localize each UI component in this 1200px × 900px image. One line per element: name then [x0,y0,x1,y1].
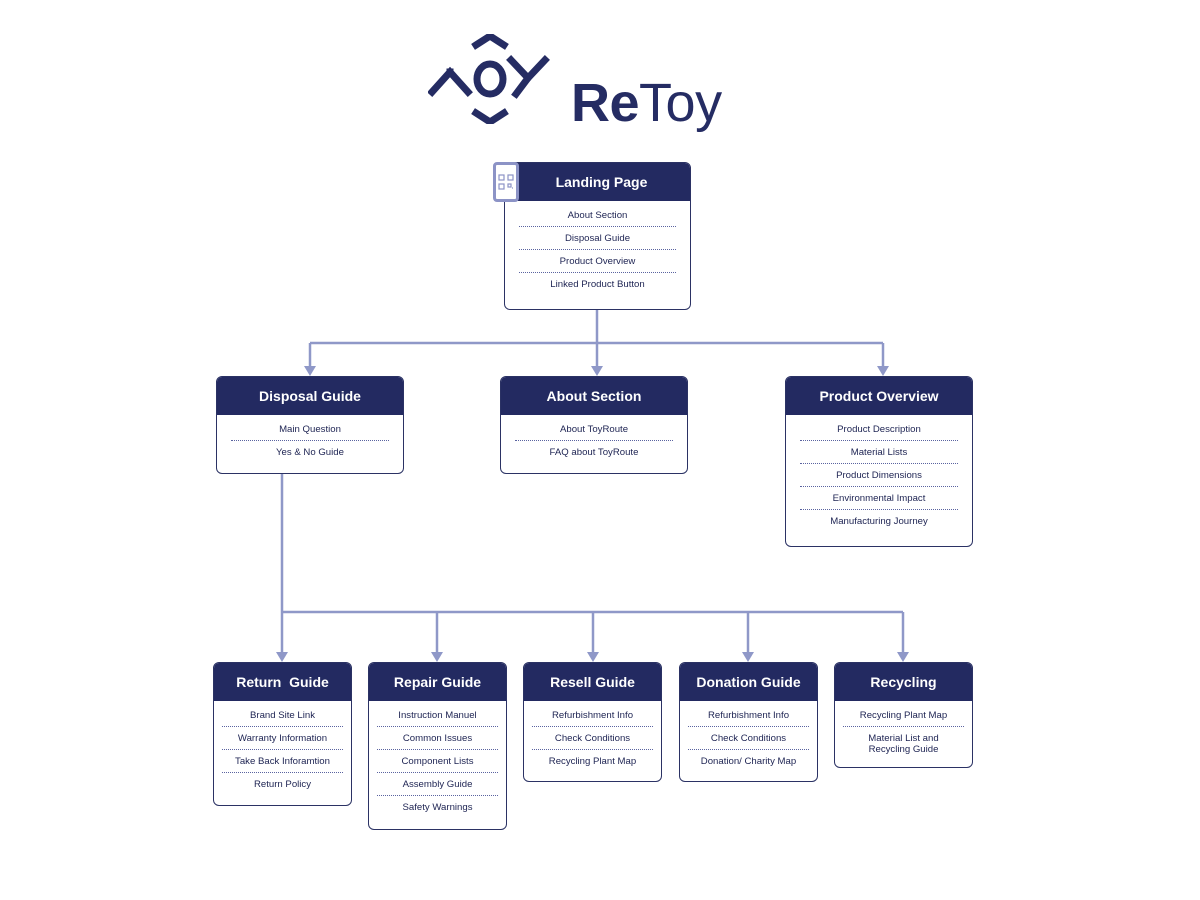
about-section-node: About Section About ToyRoute FAQ about T… [500,376,688,474]
list-item: Material List and Recycling Guide [868,733,939,755]
list-item: Yes & No Guide [276,447,344,458]
list-item: Product Description [800,418,958,441]
list-item: Material Lists [800,441,958,464]
list-item: Disposal Guide [519,227,676,250]
list-item: Product Dimensions [800,464,958,487]
repair-guide-node: Repair Guide Instruction Manuel Common I… [368,662,507,830]
list-item: Component Lists [377,750,498,773]
arrowhead-recycling [897,652,909,662]
brand-name-re: Re [571,73,640,133]
list-item: Manufacturing Journey [830,516,928,527]
list-item: Safety Warnings [402,802,473,813]
list-item: Refurbishment Info [532,704,653,727]
list-item: Main Question [231,418,389,441]
arrowhead-disposal [304,366,316,376]
disposal-guide-node: Disposal Guide Main Question Yes & No Gu… [216,376,404,474]
list-item: Return Policy [253,779,312,790]
list-item: Take Back Inforamtion [222,750,343,773]
node-title: Return Guide [214,663,351,701]
arrowhead-product [877,366,889,376]
arrowhead-return [276,652,288,662]
list-item: Common Issues [377,727,498,750]
donation-guide-node: Donation Guide Refurbishment Info Check … [679,662,818,782]
list-item: Warranty Information [222,727,343,750]
list-item: About ToyRoute [515,418,673,441]
list-item: Product Overview [519,250,676,273]
node-title: Landing Page [505,163,690,201]
recycling-node: Recycling Recycling Plant Map Material L… [834,662,973,768]
retoy-logo: ReToy [428,34,738,130]
node-title: Disposal Guide [217,377,403,415]
list-item: Brand Site Link [222,704,343,727]
return-guide-node: Return Guide Brand Site Link Warranty In… [213,662,352,806]
arrowhead-resell [587,652,599,662]
list-item: About Section [519,204,676,227]
node-title: Product Overview [786,377,972,415]
arrowhead-about [591,366,603,376]
list-item: Recycling Plant Map [548,756,637,767]
brand-name: ReToy [571,76,722,130]
list-item: Instruction Manuel [377,704,498,727]
list-item: Donation/ Charity Map [700,756,797,767]
toy-logo-mark-icon [428,34,550,124]
list-item: Environmental Impact [800,487,958,510]
node-title: Resell Guide [524,663,661,701]
list-item: Check Conditions [688,727,809,750]
landing-page-node: Landing Page About Section Disposal Guid… [504,162,691,310]
list-item: FAQ about ToyRoute [549,447,639,458]
product-overview-node: Product Overview Product Description Mat… [785,376,973,547]
arrowhead-repair [431,652,443,662]
arrowhead-donation [742,652,754,662]
resell-guide-node: Resell Guide Refurbishment Info Check Co… [523,662,662,782]
phone-qr-icon [493,162,519,202]
node-title: About Section [501,377,687,415]
node-title: Recycling [835,663,972,701]
list-item: Recycling Plant Map [843,704,964,727]
list-item: Check Conditions [532,727,653,750]
node-title: Repair Guide [369,663,506,701]
list-item: Linked Product Button [550,279,645,290]
list-item: Assembly Guide [377,773,498,796]
list-item: Refurbishment Info [688,704,809,727]
node-title: Donation Guide [680,663,817,701]
brand-name-toy: Toy [639,73,722,133]
